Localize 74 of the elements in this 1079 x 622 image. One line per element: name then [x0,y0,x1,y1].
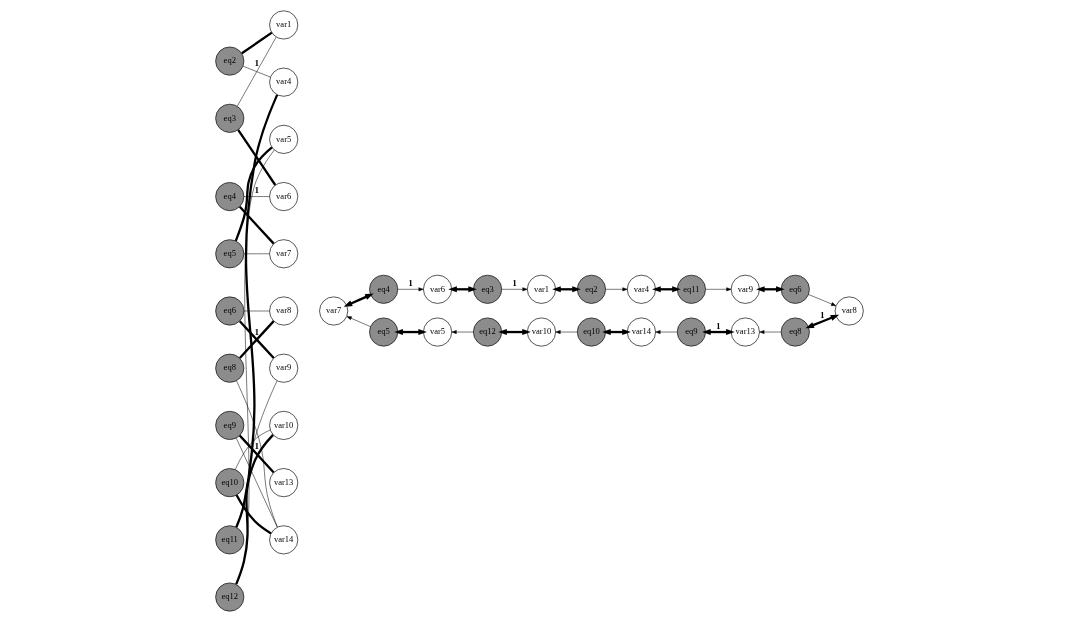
arrow [555,330,578,334]
node-circle: var14 [269,525,299,555]
node-circle: var6 [269,182,299,212]
arrow [805,314,840,329]
connector [243,310,270,312]
node-circle: eq4 [369,274,399,304]
node-circle: var5 [423,317,453,347]
node-circle: var9 [730,274,760,304]
connector [234,146,273,242]
node-circle: eq5 [369,317,399,347]
node-circle: eq4 [215,182,245,212]
node-circle: var4 [626,274,656,304]
edge-label: 1 [408,278,413,289]
arrow [451,330,474,334]
node-circle: var1 [269,10,299,40]
node-circle: eq11 [215,525,245,555]
connector [243,196,270,197]
arrow [655,330,678,334]
arrow [705,287,732,292]
connector [235,434,274,585]
edge-label: 1 [819,310,825,321]
arrow [759,330,782,334]
node-circle: var13 [269,468,299,498]
node-circle: eq3 [215,103,245,133]
node-circle: eq10 [576,317,606,347]
edge-label: 1 [716,320,721,331]
edge-label: 1 [254,441,260,452]
node-circle: eq6 [215,296,245,326]
arrow [501,287,528,292]
node-circle: var1 [527,274,556,304]
node-circle: var7 [319,296,349,326]
node-circle: eq11 [676,274,706,304]
connector [241,31,273,55]
node-circle: eq2 [215,46,245,76]
connector [243,253,270,255]
node-circle: var5 [269,124,299,154]
node-circle: var8 [834,296,864,326]
node-circle: eq5 [215,239,245,269]
node-circle: eq12 [215,582,245,612]
node-circle: eq12 [473,317,502,347]
node-circle: eq10 [215,468,245,498]
connector [239,206,275,245]
connector [235,494,272,535]
node-circle: var10 [269,410,299,440]
node-circle: eq3 [473,274,502,304]
connector [239,320,275,359]
connector [237,36,277,107]
arrow [605,287,628,292]
arrow [808,294,837,307]
connector [236,149,275,585]
node-circle: var14 [626,317,656,347]
node-circle: eq9 [676,317,706,347]
connector [237,129,277,186]
connector [235,94,279,528]
edge-label: 1 [512,278,517,289]
connector [242,65,271,78]
node-circle: eq2 [576,274,606,304]
edge-label: 1 [254,326,260,337]
arrow [397,287,424,292]
node-circle: eq8 [780,317,810,347]
node-circle: var8 [269,296,299,326]
edge-label: 1 [254,57,260,68]
node-circle: eq9 [215,410,245,440]
edge-label: 1 [254,185,260,196]
node-circle: var13 [730,317,760,347]
arrow [346,316,371,327]
node-circle: var9 [269,353,299,383]
node-circle: var4 [269,67,299,97]
node-circle: var10 [527,317,556,347]
node-circle: eq8 [215,353,245,383]
node-circle: eq6 [780,274,810,304]
connector [236,437,278,528]
node-circle: var7 [269,239,299,269]
node-circle: var6 [423,274,453,304]
